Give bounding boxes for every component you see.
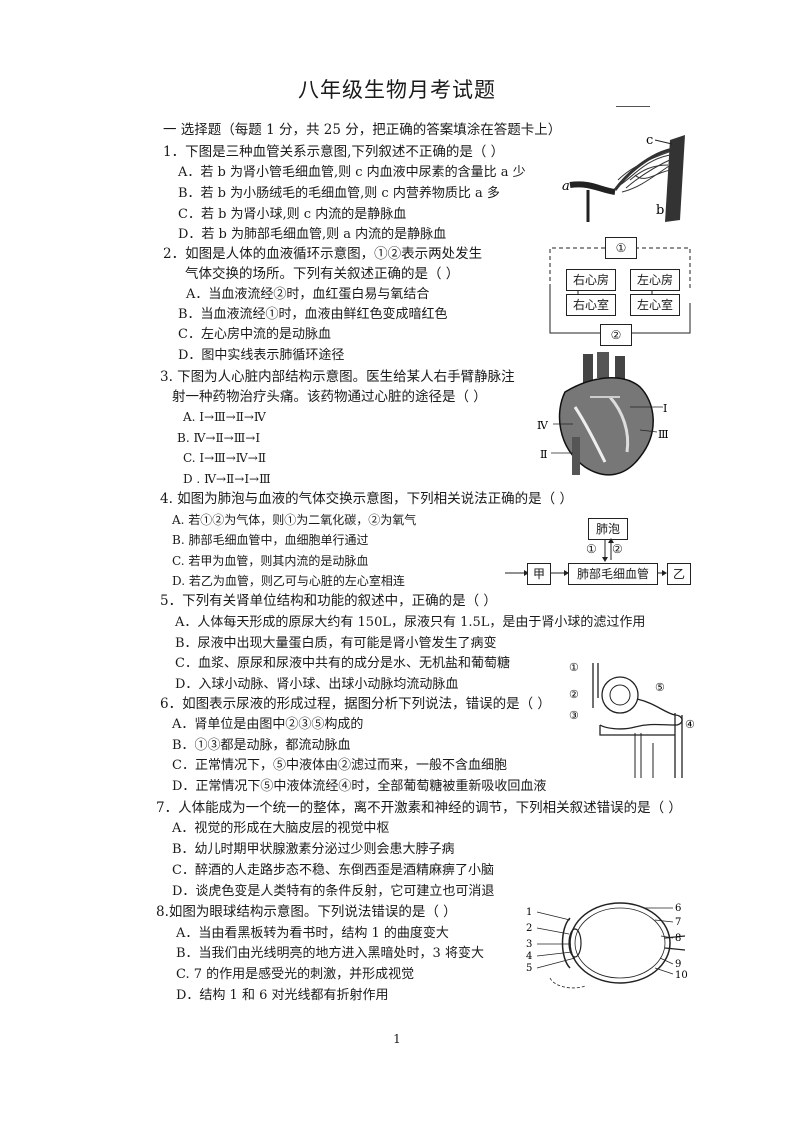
heart-label-1: Ⅰ: [663, 402, 667, 415]
q5-option-a: A．人体每天形成的原尿大约有 150L，尿液只有 1.5L，是由于肾小球的滤过作…: [175, 615, 646, 630]
decorative-line: [616, 106, 650, 107]
eye-label-4: 4: [526, 951, 532, 962]
eye-label-5: 5: [526, 963, 532, 974]
q3-option-c: C. Ⅰ→Ⅲ→Ⅳ→Ⅱ: [183, 451, 267, 465]
gas-exchange-arrows: [505, 538, 667, 576]
nephron-label-2: ②: [569, 688, 579, 701]
nephron-label-4: ④: [685, 718, 695, 731]
q8-option-a: A．当由看黑板转为看书时，结构 1 的曲度变大: [176, 926, 449, 941]
nephron-label-1: ①: [569, 661, 579, 674]
q6-option-d: D．正常情况下⑤中液体流经④时，全部葡萄糖被重新吸收回血液: [172, 779, 547, 794]
question-4-stem: 4. 如图为肺泡与血液的气体交换示意图，下列相关说法正确的是（ ）: [160, 491, 573, 507]
diagram-box-2: ②: [600, 324, 632, 346]
q3-option-a: A. Ⅰ→Ⅲ→Ⅱ→Ⅳ: [183, 410, 266, 424]
q4-option-d: D. 若乙为血管，则乙可与心脏的左心室相连: [172, 574, 405, 588]
heart-label-2: Ⅱ: [540, 448, 547, 461]
diagram-left-ventricle: 左心室: [630, 294, 680, 316]
capillary-box: 肺部毛细血管: [568, 563, 658, 585]
q1-option-c: C．若 b 为肾小球,则 c 内流的是静脉血: [178, 207, 407, 222]
eye-label-3: 3: [526, 939, 532, 950]
q4-option-c: C. 若甲为血管，则其内流的是动脉血: [172, 554, 369, 568]
q7-option-d: D．谈虎色变是人类特有的条件反射，它可建立也可消退: [172, 884, 495, 899]
eyeball-figure: 1 2 3 4 5 6 7 8 9 10: [526, 902, 688, 989]
nephron-figure: ① ② ③ ④ ⑤: [569, 661, 695, 778]
vessel-yi-box: 乙: [667, 563, 691, 585]
q5-option-c: C．血浆、原尿和尿液中共有的成分是水、无机盐和葡萄糖: [175, 656, 510, 671]
q3-option-d: D . Ⅳ→Ⅱ→Ⅰ→Ⅲ: [183, 472, 271, 486]
question-2-stem-line2: 气体交换的场所。下列有关叙述正确的是（ ）: [185, 266, 460, 282]
question-3-stem-line1: 3. 下图为人心脏内部结构示意图。医生给某人右手臂静脉注: [160, 369, 515, 385]
q2-option-a: A．当血液流经②时，血红蛋白易与氧结合: [186, 287, 430, 302]
question-2-stem-line1: 2．如图是人体的血液循环示意图，①②表示两处发生: [163, 246, 483, 262]
q7-option-b: B．幼儿时期甲状腺激素分泌过少则会患大脖子病: [172, 842, 455, 857]
gas-label-2: ②: [612, 542, 623, 556]
figure-label-a: a: [562, 179, 570, 194]
heart-figure: Ⅰ Ⅲ Ⅳ Ⅱ: [537, 352, 669, 476]
q1-option-a: A．若 b 为肾小管毛细血管,则 c 内血液中尿素的含量比 a 少: [178, 165, 526, 180]
q4-option-a: A. 若①②为气体，则①为二氧化碳，②为氧气: [172, 513, 417, 527]
question-6-stem: 6．如图表示尿液的形成过程，据图分析下列说法，错误的是（ ）: [160, 696, 551, 712]
q6-option-c: C．正常情况下，⑤中液体由②滤过而来，一般不含血细胞: [172, 758, 507, 773]
nephron-label-5: ⑤: [655, 681, 665, 694]
q5-option-d: D．入球小动脉、肾小球、出球小动脉均流动脉血: [175, 677, 459, 692]
eye-label-9: 9: [675, 959, 681, 970]
heart-label-4: Ⅳ: [537, 419, 549, 432]
question-7-stem: 7．人体能成为一个统一的整体，离不开激素和神经的调节，下列相关叙述错误的是（ ）: [156, 800, 682, 816]
question-3-stem-line2: 射一种药物治疗头痛。该药物通过心脏的途径是（ ）: [172, 389, 487, 405]
nephron-label-3: ③: [569, 709, 579, 722]
q8-option-b: B．当我们由光线明亮的地方进入黑暗处时，3 将变大: [176, 946, 484, 961]
section-heading: 一 选择题（每题 1 分，共 25 分，把正确的答案填涂在答题卡上）: [163, 122, 562, 138]
eye-label-7: 7: [675, 917, 681, 928]
eye-label-2: 2: [526, 923, 532, 934]
figure-label-b: b: [656, 203, 664, 218]
q4-option-b: B. 肺部毛细血管中，血细胞单行通过: [172, 533, 369, 547]
diagram-right-atrium: 右心房: [566, 269, 616, 291]
vessel-jia-box: 甲: [527, 563, 551, 585]
alveolus-box: 肺泡: [588, 518, 628, 540]
q1-option-d: D．若 b 为肺部毛细血管,则 a 内流的是静脉血: [178, 227, 447, 242]
diagram-left-atrium: 左心房: [630, 269, 680, 291]
eye-label-10: 10: [675, 970, 688, 981]
eye-label-1: 1: [526, 907, 532, 918]
question-5-stem: 5．下列有关肾单位结构和功能的叙述中，正确的是（ ）: [160, 593, 497, 609]
gas-label-1: ①: [586, 542, 597, 556]
q7-option-c: C．醉酒的人走路步态不稳、东倒西歪是酒精麻痹了小脑: [172, 863, 494, 878]
q1-option-b: B．若 b 为小肠绒毛的毛细血管,则 c 内营养物质比 a 多: [178, 186, 500, 201]
q2-option-b: B．当血液流经①时，血液由鲜红色变成暗红色: [178, 307, 448, 322]
q8-option-d: D．结构 1 和 6 对光线都有折射作用: [176, 988, 389, 1003]
eye-label-8: 8: [675, 933, 681, 944]
q6-option-b: B．①③都是动脉，都流动脉血: [172, 738, 351, 753]
q3-option-b: B. Ⅳ→Ⅱ→Ⅲ→Ⅰ: [177, 431, 261, 445]
q6-option-a: A．肾单位是由图中②③⑤构成的: [172, 717, 364, 732]
q7-option-a: A．视觉的形成在大脑皮层的视觉中枢: [172, 821, 390, 836]
blood-vessel-figure: a b c: [562, 133, 685, 222]
q5-option-b: B．尿液中出现大量蛋白质，有可能是肾小管发生了病变: [175, 636, 497, 651]
q2-option-d: D．图中实线表示肺循环途径: [178, 348, 345, 363]
question-1-stem: 1．下图是三种血管关系示意图,下列叙述不正确的是（ ）: [163, 144, 505, 160]
q2-option-c: C．左心房中流的是动脉血: [178, 327, 331, 342]
q8-option-c: C. 7 的作用是感受光的刺激，并形成视觉: [176, 967, 415, 982]
diagram-box-1: ①: [605, 237, 637, 259]
page-number: 1: [393, 1032, 401, 1046]
heart-label-3: Ⅲ: [658, 428, 669, 441]
diagram-right-ventricle: 右心室: [566, 294, 616, 316]
page-title: 八年级生物月考试题: [298, 78, 496, 102]
eye-label-6: 6: [675, 903, 681, 914]
figure-label-c: c: [646, 133, 653, 148]
question-8-stem: 8.如图为眼球结构示意图。下列说法错误的是（ ）: [156, 904, 457, 920]
